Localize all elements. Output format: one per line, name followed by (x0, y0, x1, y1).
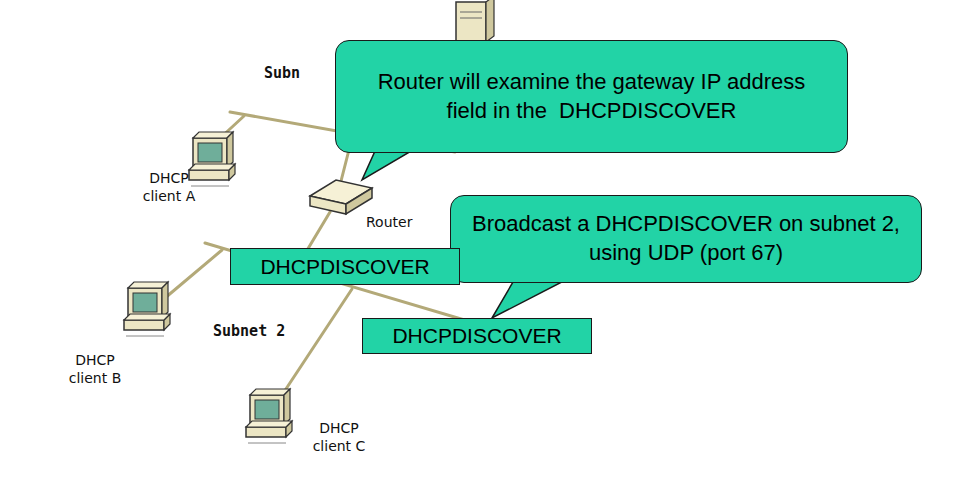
box-text: DHCPDISCOVER (260, 254, 429, 279)
message-tag: DHCPDISCOVER (362, 318, 592, 354)
client-computer (124, 282, 170, 336)
client-computer (246, 389, 292, 443)
box-text: DHCPDISCOVER (392, 323, 561, 348)
network-wire (165, 112, 505, 398)
callout-box: Router will examine the gateway IP addre… (335, 40, 848, 153)
client-label: DHCP client B (60, 352, 130, 387)
box-text: Broadcast a DHCPDISCOVER on subnet 2, us… (471, 210, 901, 267)
device-label: Router (366, 214, 436, 232)
client-label: DHCP client C (304, 420, 374, 455)
router-icon (310, 180, 372, 214)
subnet-label: Subn (264, 64, 334, 83)
client-computer (189, 132, 235, 186)
server-icon (456, 0, 494, 42)
message-tag: DHCPDISCOVER (230, 248, 460, 285)
subnet-label: Subnet 2 (213, 322, 303, 341)
box-text: Router will examine the gateway IP addre… (356, 68, 827, 125)
callout-box: Broadcast a DHCPDISCOVER on subnet 2, us… (450, 195, 922, 283)
client-label: DHCP client A (134, 170, 204, 205)
